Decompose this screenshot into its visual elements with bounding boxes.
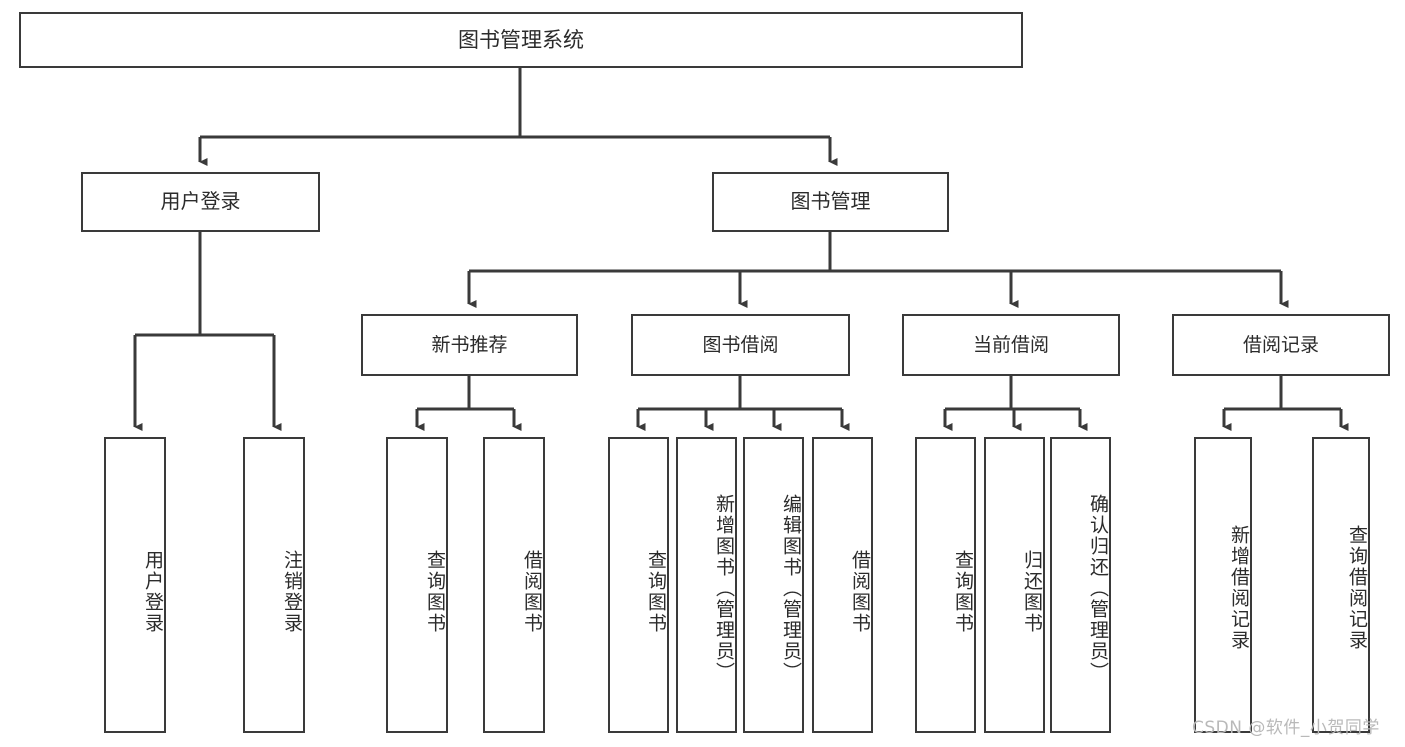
leaf-user-logout[interactable]: 注销登录 xyxy=(243,437,305,733)
leaf-edit-book[interactable]: 编辑图书（管理员） xyxy=(743,437,804,733)
node-user-login[interactable]: 用户登录 xyxy=(81,172,320,232)
node-current-borrow[interactable]: 当前借阅 xyxy=(902,314,1120,376)
node-root[interactable]: 图书管理系统 xyxy=(19,12,1023,68)
leaf-borrow-book-1[interactable]: 借阅图书 xyxy=(483,437,545,733)
watermark-text: CSDN @软件_小贺同学 xyxy=(1192,718,1380,738)
node-new-book-rec[interactable]: 新书推荐 xyxy=(361,314,578,376)
leaf-query-book-2[interactable]: 查询图书 xyxy=(608,437,669,733)
leaf-user-login[interactable]: 用户登录 xyxy=(104,437,166,733)
leaf-query-record[interactable]: 查询借阅记录 xyxy=(1312,437,1370,733)
node-book-borrow[interactable]: 图书借阅 xyxy=(631,314,850,376)
leaf-return-book[interactable]: 归还图书 xyxy=(984,437,1045,733)
node-book-manage[interactable]: 图书管理 xyxy=(712,172,949,232)
leaf-add-book[interactable]: 新增图书（管理员） xyxy=(676,437,737,733)
leaf-confirm-return[interactable]: 确认归还（管理员） xyxy=(1050,437,1111,733)
leaf-query-book-1[interactable]: 查询图书 xyxy=(386,437,448,733)
leaf-add-record[interactable]: 新增借阅记录 xyxy=(1194,437,1252,733)
leaf-borrow-book-2[interactable]: 借阅图书 xyxy=(812,437,873,733)
leaf-query-book-3[interactable]: 查询图书 xyxy=(915,437,976,733)
node-borrow-record[interactable]: 借阅记录 xyxy=(1172,314,1390,376)
